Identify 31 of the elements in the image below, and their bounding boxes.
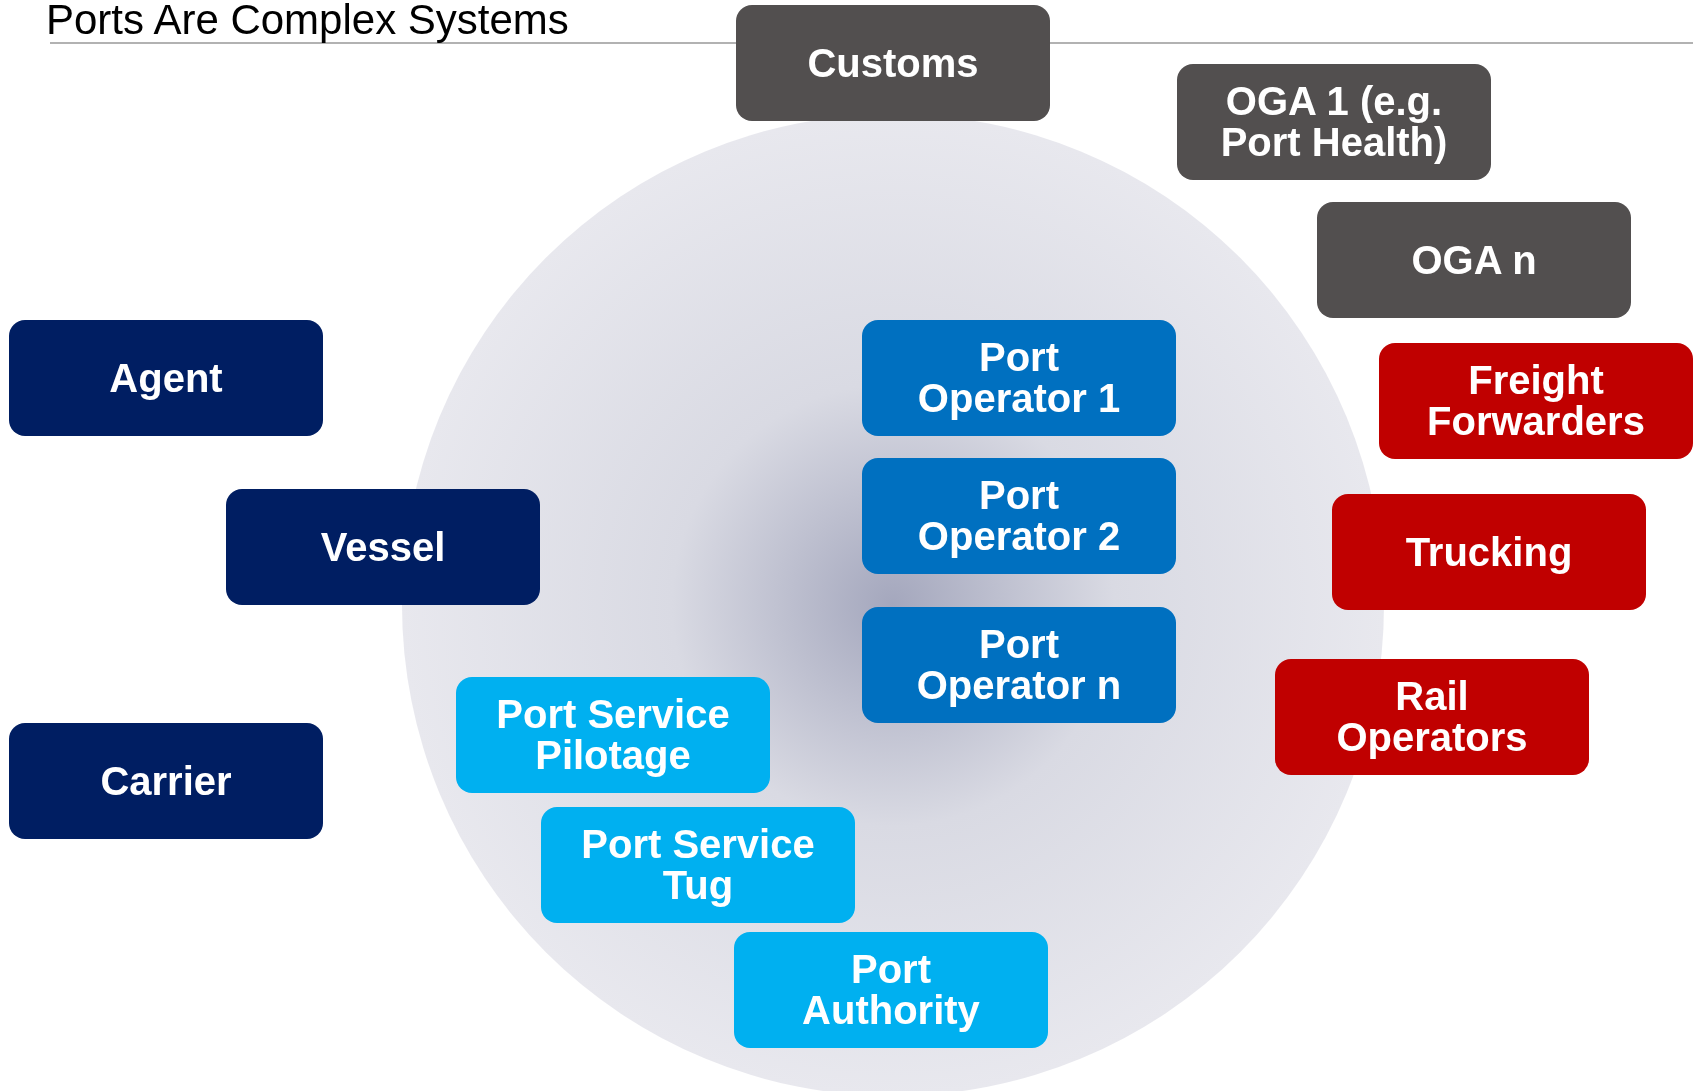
stakeholder-label: Agent (109, 357, 223, 399)
stakeholder-label: Carrier (100, 760, 232, 802)
stakeholder-box (736, 5, 1050, 121)
stakeholder-label: Rail Operators (1335, 676, 1529, 758)
stakeholder-label: Vessel (320, 526, 446, 568)
stakeholder-label: OGA n (1411, 239, 1537, 281)
stakeholder-box (1275, 659, 1589, 775)
stakeholder-label: Port Operator n (915, 624, 1123, 706)
stakeholder-box (1177, 64, 1491, 180)
stakeholder-box (1332, 494, 1646, 610)
stakeholder-box (456, 677, 770, 793)
stakeholder-box (862, 607, 1176, 723)
stakeholder-box (734, 932, 1048, 1048)
stakeholder-box (541, 807, 855, 923)
stakeholder-label: Port Service Tug (580, 824, 816, 906)
stakeholder-box (1379, 343, 1693, 459)
stakeholder-label: Customs (807, 42, 979, 84)
stakeholder-box (862, 458, 1176, 574)
stakeholder-label: Port Authority (801, 949, 981, 1031)
stakeholder-box (226, 489, 540, 605)
stakeholder-label: Port Operator 1 (916, 337, 1122, 419)
stakeholder-label: OGA 1 (e.g. Port Health) (1219, 81, 1449, 163)
stakeholder-box (9, 320, 323, 436)
stakeholder-label: Freight Forwarders (1426, 360, 1646, 442)
stakeholder-box (862, 320, 1176, 436)
stakeholder-label: Port Operator 2 (916, 475, 1122, 557)
stakeholder-label: Port Service Pilotage (495, 694, 731, 776)
stakeholder-box (9, 723, 323, 839)
stakeholder-label: Trucking (1405, 531, 1573, 573)
stakeholder-box (1317, 202, 1631, 318)
title: Ports Are Complex Systems (46, 0, 569, 44)
